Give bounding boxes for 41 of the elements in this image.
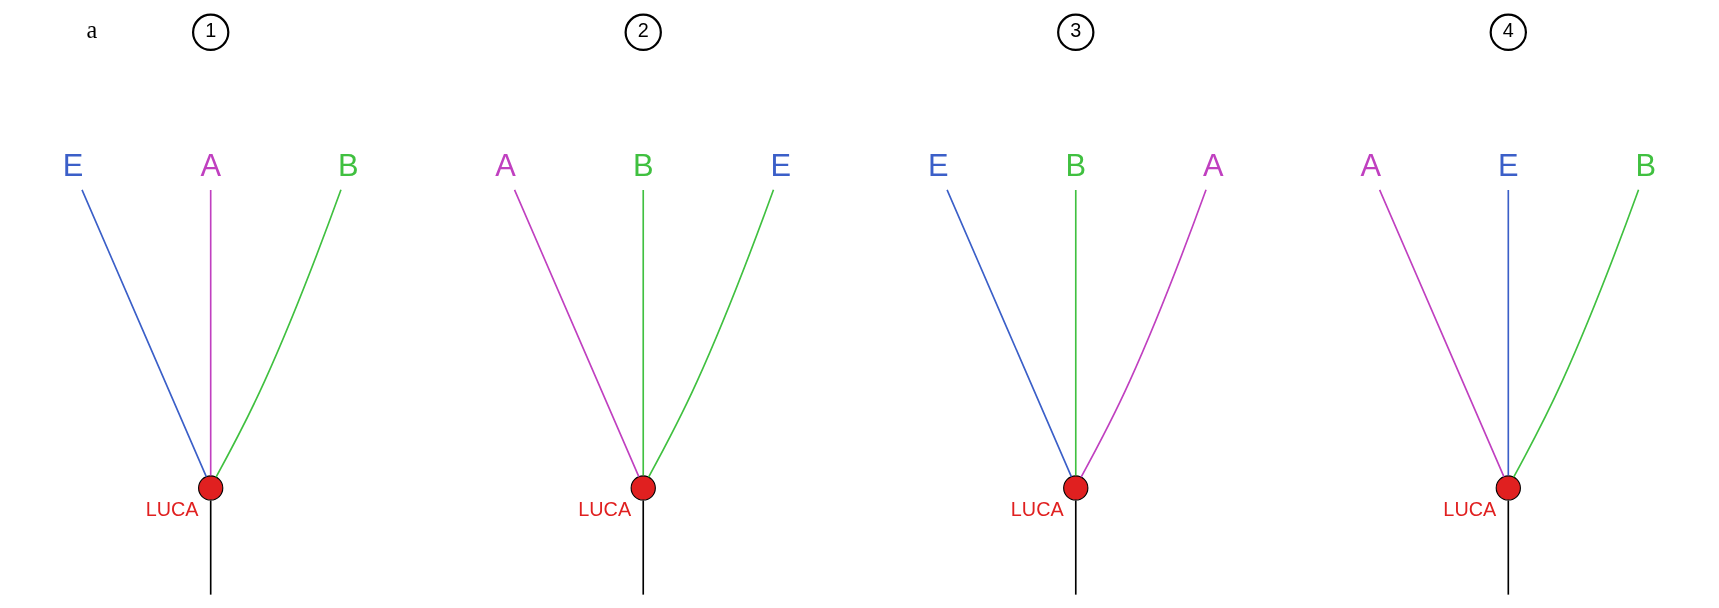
connector bbox=[647, 188, 775, 478]
node-circle: 1 bbox=[192, 13, 230, 51]
node-label: LUCA bbox=[1010, 497, 1064, 520]
node-text: A bbox=[1203, 147, 1224, 183]
connector bbox=[215, 188, 342, 478]
node-circle bbox=[1495, 475, 1521, 501]
node-text: A bbox=[1360, 147, 1381, 183]
node-text: B bbox=[632, 147, 654, 183]
connector bbox=[209, 499, 212, 596]
node-label: LUCA bbox=[1443, 497, 1497, 520]
node-circle bbox=[1063, 475, 1089, 501]
connector bbox=[1507, 189, 1510, 477]
connector bbox=[81, 189, 208, 478]
node-text: E bbox=[62, 147, 84, 183]
node-label: LUCA bbox=[145, 497, 199, 520]
node-circle: 3 bbox=[1057, 13, 1095, 51]
connector bbox=[513, 189, 640, 478]
connector bbox=[1512, 188, 1640, 478]
label: a bbox=[86, 16, 98, 44]
connector bbox=[946, 189, 1073, 478]
connector bbox=[1378, 189, 1505, 478]
connector bbox=[1074, 499, 1077, 596]
node-circle: 2 bbox=[624, 13, 662, 51]
node-text: E bbox=[770, 147, 792, 183]
node-text: B bbox=[1065, 147, 1087, 183]
node-circle: 4 bbox=[1489, 13, 1527, 51]
node-text: B bbox=[1635, 147, 1657, 183]
connector bbox=[642, 499, 645, 596]
node-label: LUCA bbox=[578, 497, 632, 520]
connector bbox=[209, 189, 212, 477]
connector bbox=[1080, 188, 1207, 478]
connector bbox=[642, 189, 645, 477]
node-circle bbox=[198, 475, 224, 501]
node-text: E bbox=[927, 147, 949, 183]
node-circle bbox=[630, 475, 656, 501]
node-text: A bbox=[200, 147, 221, 183]
node-text: A bbox=[495, 147, 516, 183]
node-text: E bbox=[1498, 147, 1519, 183]
node-text: B bbox=[338, 147, 359, 183]
connector bbox=[1074, 189, 1077, 477]
connector bbox=[1507, 499, 1510, 596]
